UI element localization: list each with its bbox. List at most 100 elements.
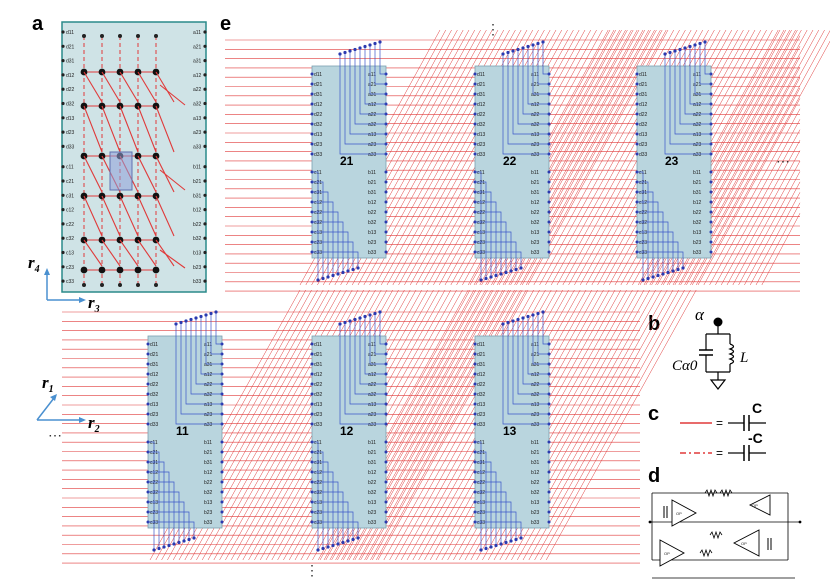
panel-a-diagonal-wire bbox=[83, 195, 103, 237]
panel-a-left-label: d22 bbox=[66, 87, 75, 93]
module-top-terminal bbox=[541, 40, 545, 44]
module-internal-wire bbox=[148, 471, 170, 546]
module-internal-wire bbox=[349, 321, 386, 405]
module-port-label: a23 bbox=[368, 142, 377, 148]
module-13: 13d11d21d31d12d22d32d13d23d33c11c21c31c1… bbox=[473, 310, 551, 552]
module-bottom-terminal bbox=[671, 269, 675, 273]
module-internal-wire bbox=[537, 43, 549, 85]
module-internal-wire bbox=[537, 313, 549, 355]
inductor-label: L bbox=[739, 350, 748, 366]
panel-a-right-label: b22 bbox=[193, 222, 202, 228]
module-bottom-terminal bbox=[351, 267, 355, 272]
module-bottom-terminal bbox=[356, 536, 360, 540]
module-box bbox=[147, 335, 223, 529]
module-port bbox=[547, 450, 551, 454]
diagonal-wire bbox=[366, 289, 517, 561]
module-port-label: a22 bbox=[368, 112, 377, 118]
module-port bbox=[220, 440, 224, 444]
module-top-terminal bbox=[521, 316, 525, 320]
module-internal-wire bbox=[684, 48, 711, 115]
module-port-label: d31 bbox=[314, 92, 323, 98]
module-bottom-terminal bbox=[514, 537, 518, 542]
module-bottom-terminal bbox=[681, 266, 685, 270]
module-port-label: b11 bbox=[531, 170, 539, 176]
panel-a-right-port bbox=[203, 236, 207, 240]
module-port-label: a23 bbox=[368, 412, 377, 418]
module-top-terminal bbox=[531, 43, 535, 47]
module-top-terminal bbox=[363, 44, 367, 49]
module-port bbox=[473, 72, 477, 76]
panel-a-right-port bbox=[203, 250, 207, 255]
module-port-label: a11 bbox=[204, 342, 212, 348]
module-port bbox=[146, 352, 150, 356]
module-port-label: a13 bbox=[531, 402, 540, 408]
module-port-label: a11 bbox=[693, 72, 701, 78]
panel-a-diagonal-wire bbox=[119, 195, 139, 237]
panel-a-axes: r4 r3 bbox=[28, 253, 100, 315]
module-internal-wire bbox=[379, 42, 386, 75]
module-bottom-terminal bbox=[167, 543, 171, 548]
module-port-label: b11 bbox=[368, 440, 376, 446]
module-bottom-terminal bbox=[351, 537, 355, 542]
module-bottom-terminal bbox=[316, 278, 320, 282]
module-internal-wire bbox=[475, 171, 482, 280]
module-port-label: a21 bbox=[204, 352, 213, 358]
module-top-terminal bbox=[678, 47, 682, 52]
panel-a-left-label: c21 bbox=[66, 179, 74, 185]
module-internal-wire bbox=[637, 241, 679, 270]
module-top-terminal bbox=[204, 313, 208, 317]
panel-a-right-label: b21 bbox=[193, 179, 202, 185]
panel-a-left-label: c12 bbox=[66, 208, 74, 214]
module-internal-wire bbox=[517, 319, 549, 395]
module-internal-wire bbox=[148, 461, 165, 547]
module-port-label: a22 bbox=[204, 382, 213, 388]
module-internal-wire bbox=[674, 51, 711, 135]
module-port-label: d33 bbox=[314, 422, 323, 428]
module-port-label: d33 bbox=[639, 152, 648, 158]
module-internal-wire bbox=[195, 318, 222, 385]
module-port bbox=[146, 372, 150, 376]
panel-a-bottom-node bbox=[100, 283, 104, 287]
module-bottom-terminal bbox=[321, 276, 325, 281]
module-internal-wire bbox=[475, 201, 497, 276]
module-bottom-terminal bbox=[489, 545, 493, 549]
module-top-terminal bbox=[368, 313, 372, 317]
panel-a-left-label: c22 bbox=[66, 222, 74, 228]
module-top-terminal bbox=[501, 322, 505, 326]
module-port-label: b33 bbox=[368, 520, 377, 526]
ellipsis-bottom: ⋮ bbox=[305, 562, 319, 578]
module-port bbox=[310, 422, 314, 426]
module-port bbox=[547, 190, 551, 194]
diagonal-wire bbox=[703, 108, 801, 286]
module-internal-wire bbox=[312, 211, 339, 274]
module-top-terminal bbox=[668, 50, 672, 55]
module-port bbox=[473, 352, 477, 356]
module-top-terminal bbox=[189, 317, 193, 322]
module-port-label: d23 bbox=[314, 412, 323, 418]
panel-a-left-port bbox=[61, 130, 65, 134]
module-bottom-terminal bbox=[484, 546, 488, 551]
module-port-label: a31 bbox=[204, 362, 213, 368]
module-internal-wire bbox=[379, 312, 386, 345]
module-internal-wire bbox=[694, 45, 711, 95]
module-port-label: a31 bbox=[531, 362, 540, 368]
panel-a-left-port bbox=[61, 250, 65, 255]
module-port-label: b31 bbox=[693, 190, 702, 196]
module-internal-wire bbox=[475, 231, 512, 271]
module-port-label: a12 bbox=[693, 102, 702, 108]
module-internal-wire bbox=[312, 501, 349, 541]
module-internal-wire bbox=[148, 451, 160, 549]
module-port-label: a23 bbox=[204, 412, 213, 418]
panel-a-edge-wire bbox=[159, 169, 186, 191]
module-port-label: b33 bbox=[204, 520, 213, 526]
module-bottom-terminal bbox=[666, 270, 670, 275]
module-port-label: a23 bbox=[531, 412, 540, 418]
module-internal-wire bbox=[637, 191, 654, 277]
module-top-terminal bbox=[373, 41, 377, 46]
panel-a-right-label: b12 bbox=[193, 208, 202, 214]
panel-a-right-port bbox=[203, 73, 207, 77]
module-internal-wire bbox=[312, 231, 349, 271]
module-internal-wire bbox=[374, 43, 386, 85]
module-port bbox=[547, 480, 551, 484]
